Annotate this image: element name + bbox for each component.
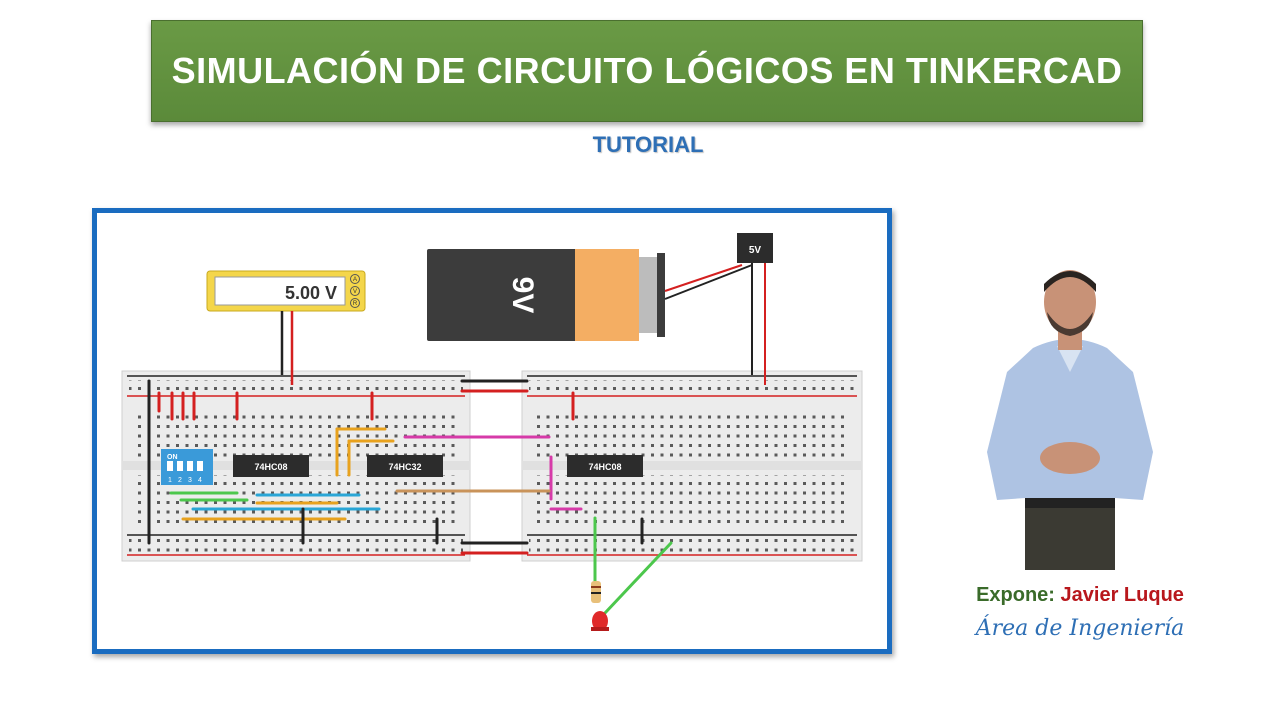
dip-switch: ON 1 2 3 4 xyxy=(161,449,213,485)
circuit-frame: 5.00 V A V R 9V 5V xyxy=(92,208,892,654)
multimeter-reading: 5.00 V xyxy=(285,283,337,303)
battery-9v: 9V xyxy=(427,249,753,341)
mode-v-label: V xyxy=(353,289,357,295)
mode-a-label: A xyxy=(353,277,357,283)
led-red xyxy=(591,611,609,631)
chip-label: 74HC08 xyxy=(588,462,621,472)
speaker-name: Javier Luque xyxy=(1060,584,1184,606)
department: Área de Ingeniería xyxy=(975,616,1185,641)
presenter-photo xyxy=(975,262,1165,570)
wires xyxy=(147,379,673,615)
circuit-diagram: 5.00 V A V R 9V 5V xyxy=(121,233,863,631)
mode-r-label: R xyxy=(353,301,358,307)
page-subtitle: TUTORIAL xyxy=(592,132,704,157)
dip-on-label: ON xyxy=(167,454,178,461)
chip-label: 74HC08 xyxy=(254,462,287,472)
chip-74hc32: 74HC32 xyxy=(367,455,443,477)
chip-74hc08-right: 74HC08 xyxy=(567,455,643,477)
battery-label: 9V xyxy=(506,277,539,314)
title-banner: SIMULACIÓN DE CIRCUITO LÓGICOS EN TINKER… xyxy=(151,20,1143,122)
chip-label: 74HC32 xyxy=(388,462,421,472)
speaker-label: Expone: xyxy=(976,584,1055,606)
dip-pos-3: 3 xyxy=(188,477,192,484)
resistor xyxy=(591,581,601,603)
regulator-label: 5V xyxy=(749,245,762,256)
dip-pos-2: 2 xyxy=(178,477,182,484)
dip-pos-4: 4 xyxy=(198,477,202,484)
page-title: SIMULACIÓN DE CIRCUITO LÓGICOS EN TINKER… xyxy=(171,50,1123,91)
dip-pos-1: 1 xyxy=(168,477,172,484)
chip-74hc08-left: 74HC08 xyxy=(233,455,309,477)
presenter-credit: Expone: Javier Luque xyxy=(920,584,1240,607)
breadboard-right xyxy=(521,370,863,562)
voltage-regulator: 5V xyxy=(737,233,773,385)
multimeter: 5.00 V A V R xyxy=(206,270,366,385)
